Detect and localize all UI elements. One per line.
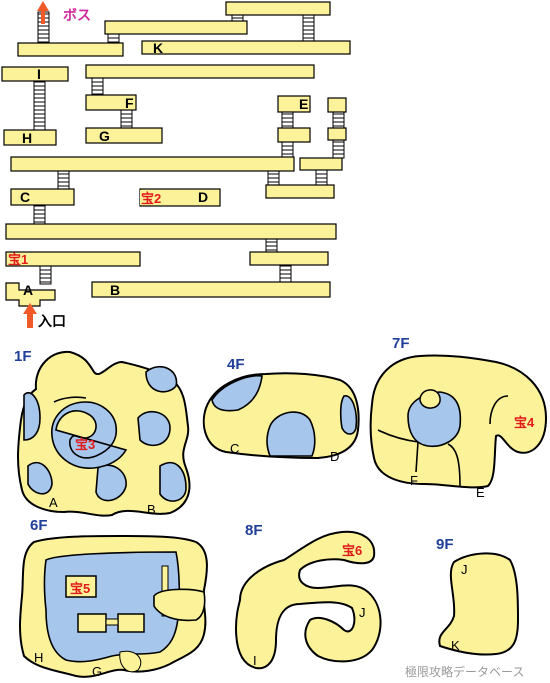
node-label-e: E: [299, 96, 308, 112]
entrance-arrow-icon: [23, 303, 37, 328]
floor-label-1f: 1F: [14, 348, 32, 365]
node-label-k: K: [153, 40, 163, 56]
overview-diagram: ボス 入口 I K F G H E C D A B 宝2 宝1: [1, 1, 351, 329]
map-6f-label-h: H: [34, 650, 43, 665]
map-1f-label-a: A: [49, 495, 58, 510]
treasure-1-label: 宝1: [8, 252, 28, 267]
treasure-3-label: 宝3: [75, 437, 95, 452]
node-label-a: A: [23, 282, 33, 298]
map-6f: 6F 宝5 H G: [19, 517, 208, 679]
map-9f-label-j: J: [461, 562, 468, 577]
treasure-2-label: 宝2: [141, 191, 161, 206]
map-8f: 8F 宝6 I J: [234, 522, 382, 670]
map-6f-label-g: G: [92, 664, 102, 679]
node-label-h: H: [22, 130, 32, 146]
boss-label: ボス: [63, 7, 91, 23]
node-label-d: D: [198, 189, 208, 205]
up-arrow-icon: [37, 1, 49, 24]
treasure-6-label: 宝6: [342, 543, 362, 558]
floor-label-8f: 8F: [245, 522, 263, 539]
watermark: 極限攻略データベース: [405, 664, 524, 679]
map-4f-label-d: D: [330, 449, 339, 464]
map-8f-label-i: I: [253, 653, 257, 668]
map-4f-label-c: C: [230, 441, 239, 456]
map-8f-label-j: J: [359, 605, 366, 620]
floor-label-4f: 4F: [227, 356, 245, 373]
map-4f: 4F C D: [202, 356, 360, 464]
map-7f: 7F 宝4 F E: [369, 335, 548, 500]
node-label-f: F: [125, 95, 134, 111]
map-9f-label-k: K: [451, 638, 460, 653]
map-1f: 1F 宝3 A B: [14, 348, 191, 517]
treasure-5-label: 宝5: [70, 581, 90, 596]
floor-label-6f: 6F: [30, 517, 48, 534]
node-label-g: G: [99, 128, 110, 144]
map-7f-label-e: E: [476, 485, 485, 500]
entrance-label: 入口: [38, 313, 66, 329]
floor-label-9f: 9F: [436, 536, 454, 553]
map-7f-label-f: F: [410, 473, 418, 488]
node-label-i: I: [37, 66, 41, 82]
treasure-4-label: 宝4: [514, 415, 535, 430]
node-label-c: C: [20, 189, 30, 205]
map-1f-label-b: B: [147, 502, 156, 517]
floor-label-7f: 7F: [392, 335, 410, 352]
map-9f: 9F J K: [436, 536, 520, 656]
platforms: [1, 1, 351, 307]
node-label-b: B: [110, 282, 120, 298]
